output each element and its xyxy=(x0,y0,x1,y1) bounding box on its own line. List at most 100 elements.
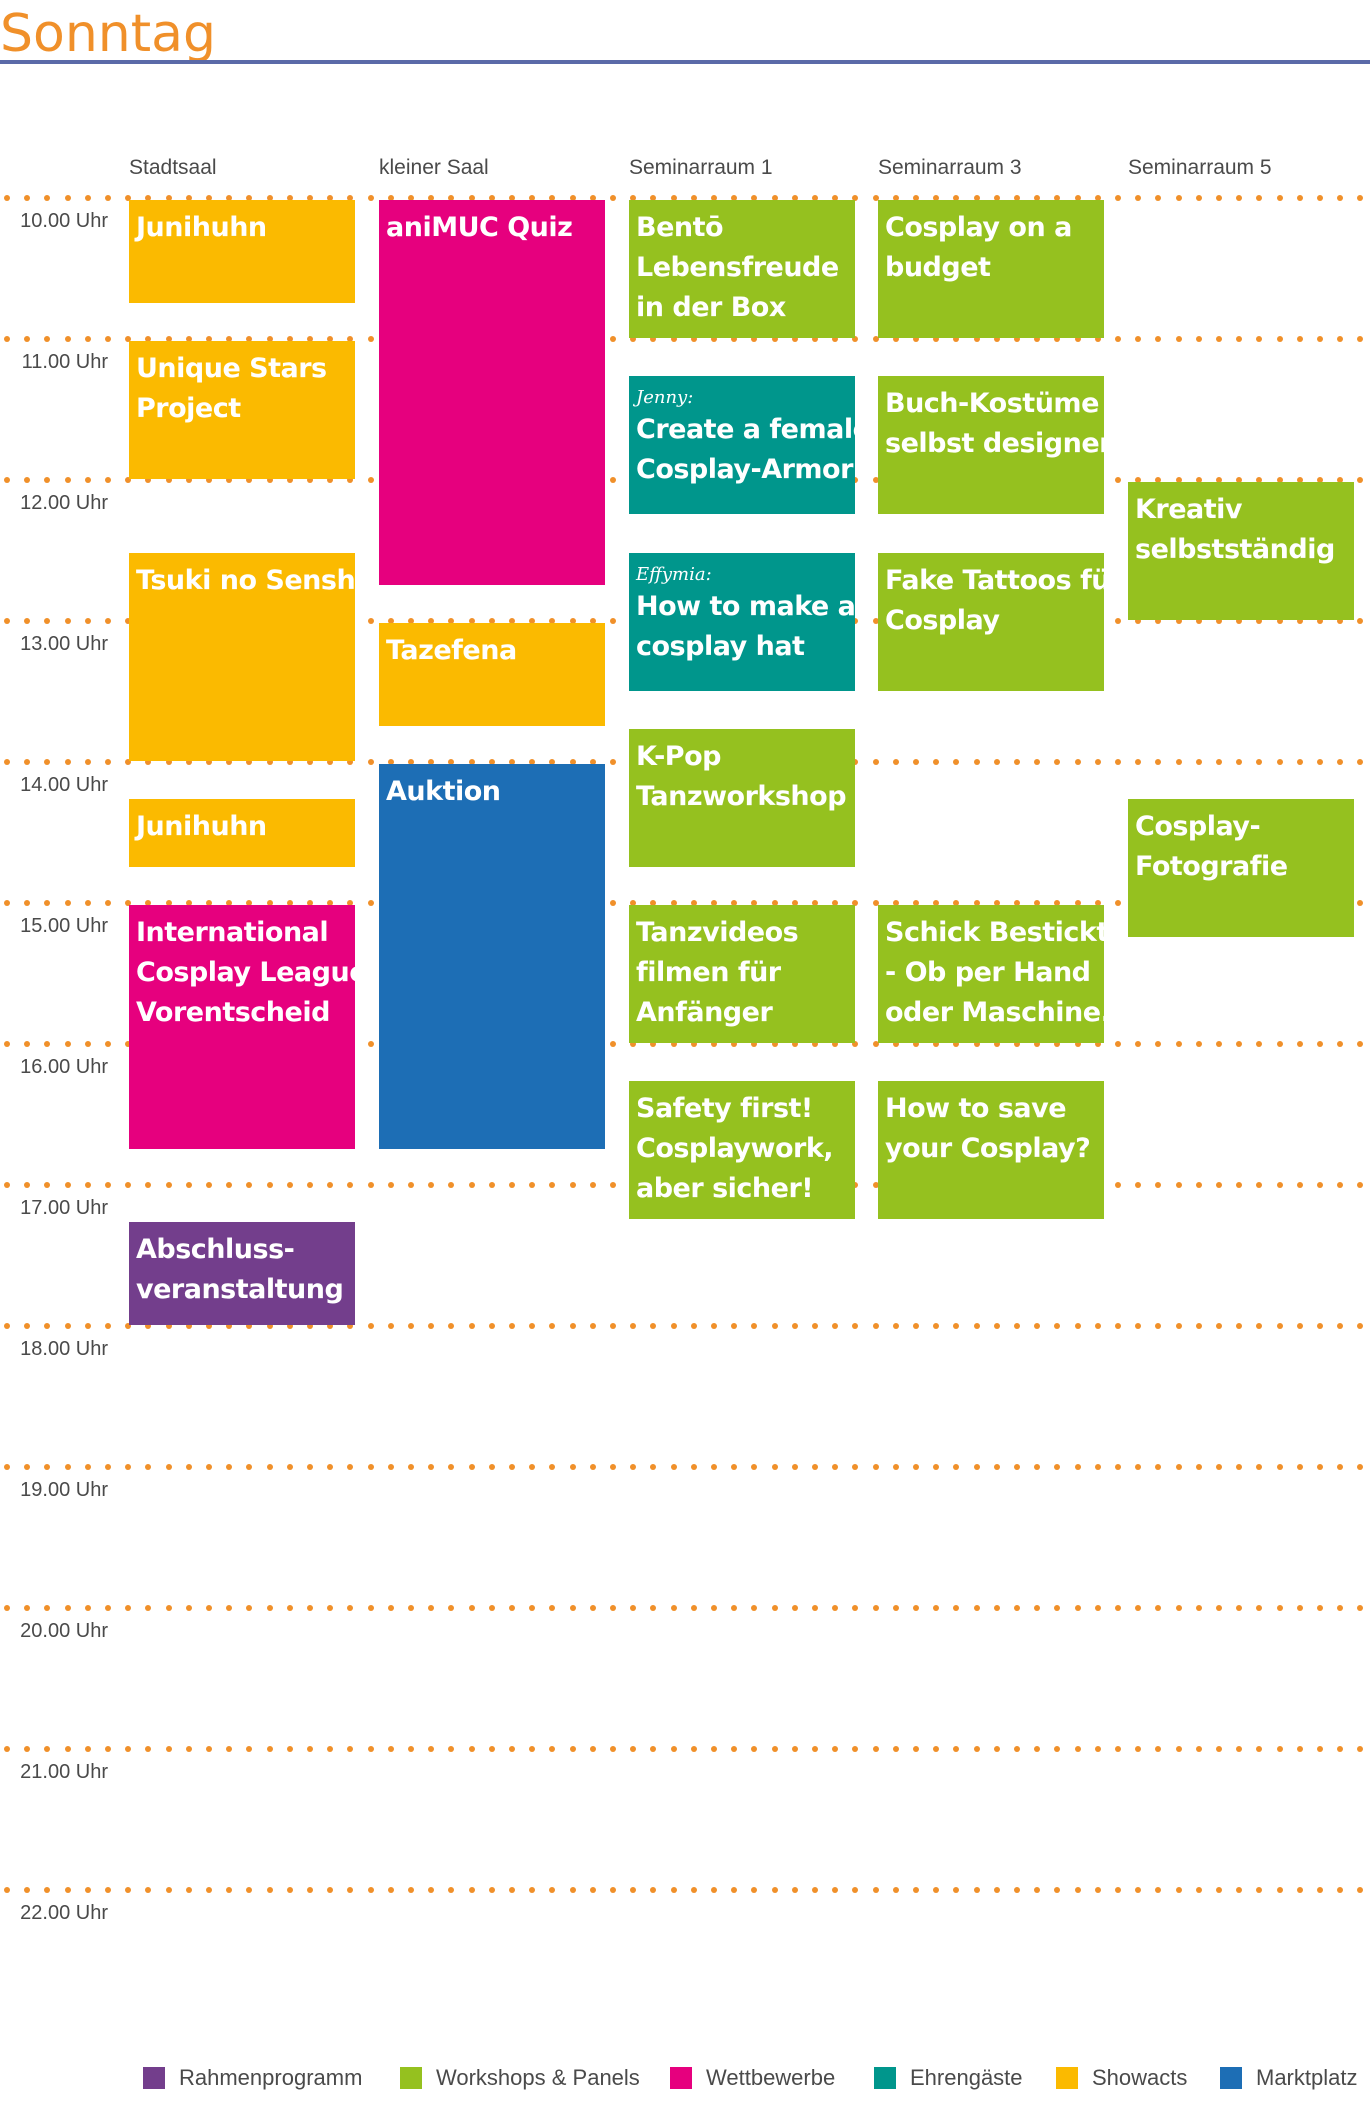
time-label: 15.00 Uhr xyxy=(20,915,108,937)
event-title-line: Tsuki no Senshi xyxy=(136,564,355,596)
event-title-line: - Ob per Hand xyxy=(885,957,1091,988)
event-block[interactable]: Buch-Kostüme selbst designen xyxy=(878,376,1104,515)
event-block[interactable]: Abschluss-veranstaltung xyxy=(129,1222,355,1325)
event-title-line: Auktion xyxy=(386,776,501,807)
event-title-line: Cosplay on a xyxy=(885,212,1072,243)
legend-label: Showacts xyxy=(1092,2065,1188,2090)
legend-swatch xyxy=(670,2067,692,2089)
hour-gridline xyxy=(0,1605,1370,1612)
event-title-line: Tanzworkshop xyxy=(636,780,847,812)
legend-item: Showacts xyxy=(1056,2065,1188,2090)
legend-label: Rahmenprogramm xyxy=(179,2065,363,2090)
event-title-line: Kreativ xyxy=(1135,494,1243,525)
event-title-line: Buch-Kostüme xyxy=(885,388,1099,420)
event-block[interactable]: aniMUC Quiz xyxy=(379,200,605,585)
time-label: 12.00 Uhr xyxy=(20,492,108,514)
legend-label: Ehrengäste xyxy=(910,2065,1023,2090)
event-block[interactable]: Safety first!Cosplaywork,aber sicher! xyxy=(629,1081,855,1220)
event-title-line: your Cosplay? xyxy=(885,1133,1091,1165)
event-title-line: selbst designen xyxy=(885,428,1104,460)
event-block[interactable]: Cosplay- Fotografie xyxy=(1128,799,1354,938)
legend-swatch xyxy=(143,2067,165,2089)
event-title-line: International xyxy=(136,917,329,948)
legend-item: Marktplatz xyxy=(1220,2065,1358,2090)
event-block[interactable]: Tsuki no Senshi xyxy=(129,552,355,761)
event-title-line: Tazefena xyxy=(386,635,517,666)
time-label: 13.00 Uhr xyxy=(20,633,108,655)
time-label: 19.00 Uhr xyxy=(20,1479,108,1501)
hour-gridline xyxy=(0,1464,1370,1471)
room-header: Seminarraum 1 xyxy=(629,156,773,179)
event-block[interactable]: Junihuhn xyxy=(129,799,355,867)
event-speaker: Effymia: xyxy=(636,563,712,585)
room-header: Seminarraum 5 xyxy=(1128,156,1272,179)
event-title-line: Unique Stars xyxy=(136,353,327,384)
room-header: Stadtsaal xyxy=(129,156,217,179)
time-label: 16.00 Uhr xyxy=(20,1056,108,1078)
legend-label: Marktplatz xyxy=(1256,2065,1358,2090)
event-title-line: How to save xyxy=(885,1093,1067,1125)
event-title-line: Bentō xyxy=(636,212,724,243)
event-title-line: Fotografie xyxy=(1135,851,1288,883)
time-label: 10.00 Uhr xyxy=(20,210,108,232)
time-label: 20.00 Uhr xyxy=(20,1620,108,1642)
event-block[interactable]: Kreativ selbstständig xyxy=(1128,482,1354,620)
event-title-line: Cosplay-Armor xyxy=(636,454,853,486)
event-title-line: Vorentscheid xyxy=(136,997,330,1028)
event-block[interactable]: Schick Bestickt! - Ob per Hand oder Maschi… xyxy=(878,905,1104,1043)
event-block[interactable]: Cosplay on a budget xyxy=(878,200,1104,338)
legend-swatch xyxy=(1220,2067,1242,2089)
event-title-line: Cosplay xyxy=(885,604,1000,636)
event-block[interactable]: Effymia: How to make a cosplay hat xyxy=(629,552,855,691)
event-title-line: in der Box xyxy=(636,292,786,323)
legend-label: Wettbewerbe xyxy=(706,2065,836,2090)
hour-gridline xyxy=(0,1887,1370,1894)
event-title-line: aniMUC Quiz xyxy=(386,212,573,243)
event-title-line: Cosplay- xyxy=(1135,811,1261,843)
event-title-line: Cosplay League xyxy=(136,957,355,988)
time-label: 21.00 Uhr xyxy=(20,1761,108,1783)
hour-gridline xyxy=(0,1746,1370,1753)
title-underline xyxy=(0,60,1370,64)
event-title-line: Junihuhn xyxy=(136,811,267,843)
event-title-line: selbstständig xyxy=(1135,534,1335,565)
time-label: 22.00 Uhr xyxy=(20,1902,108,1924)
event-title-line: Tanzvideos xyxy=(636,917,799,948)
room-header: Seminarraum 3 xyxy=(878,156,1022,179)
event-speaker: Jenny: xyxy=(636,387,694,409)
event-block[interactable]: Auktion xyxy=(379,764,605,1149)
event-block[interactable]: Junihuhn xyxy=(129,200,355,303)
event-title-line: veranstaltung xyxy=(136,1274,344,1306)
legend-item: Wettbewerbe xyxy=(670,2065,836,2090)
event-title-line: How to make a xyxy=(636,590,855,622)
event-block[interactable]: How to save your Cosplay? xyxy=(878,1081,1104,1220)
event-title-line: K-Pop xyxy=(636,740,721,772)
event-block[interactable]: Tazefena xyxy=(379,623,605,726)
legend-item: Workshops & Panels xyxy=(400,2065,640,2090)
time-label: 11.00 Uhr xyxy=(21,351,108,373)
event-title-line: Safety first! xyxy=(636,1093,813,1125)
room-header: kleiner Saal xyxy=(379,156,489,179)
time-label: 14.00 Uhr xyxy=(20,774,108,796)
legend-item: Rahmenprogramm xyxy=(143,2065,363,2090)
event-title-line: Schick Bestickt! xyxy=(885,917,1104,948)
legend-swatch xyxy=(400,2067,422,2089)
event-title-line: Create a female xyxy=(636,414,855,446)
event-title-line: Anfänger xyxy=(636,997,773,1028)
event-title-line: budget xyxy=(885,252,991,283)
legend-swatch xyxy=(874,2067,896,2089)
event-title-line: oder Maschine... xyxy=(885,997,1104,1028)
hour-gridline xyxy=(0,195,1370,202)
legend-label: Workshops & Panels xyxy=(436,2065,640,2090)
event-title-line: cosplay hat xyxy=(636,630,805,662)
event-title-line: aber sicher! xyxy=(636,1173,814,1205)
event-title-line: Fake Tattoos für xyxy=(885,564,1104,596)
